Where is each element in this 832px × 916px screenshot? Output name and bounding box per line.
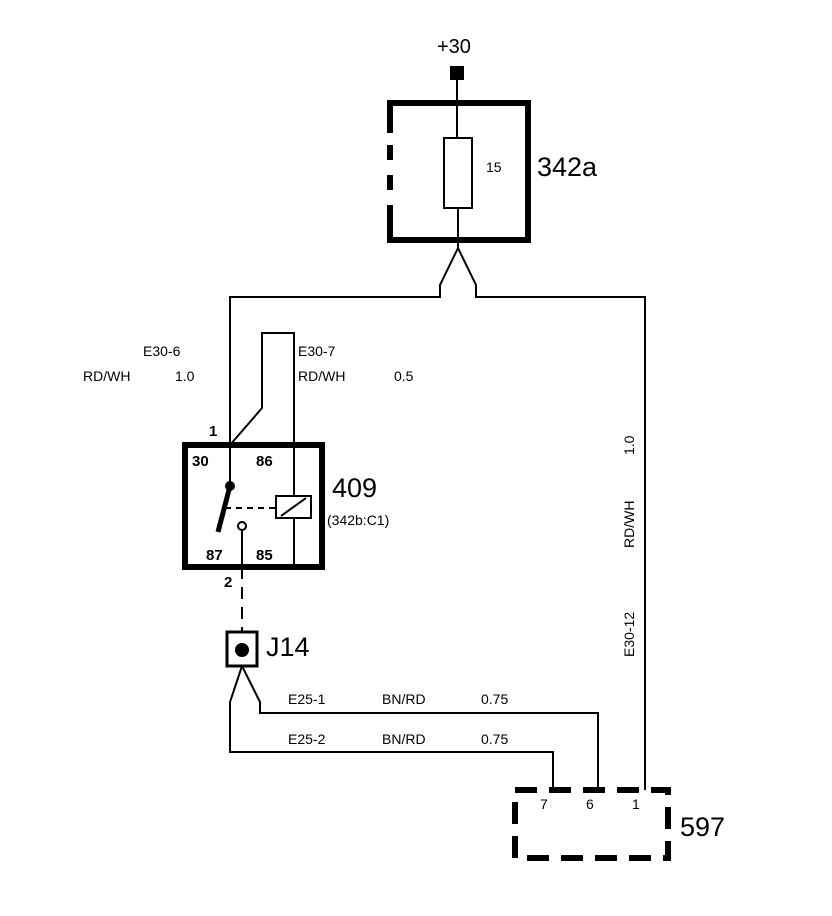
splice-j14-dot xyxy=(235,643,249,657)
wire-e30-12-color: RD/WH xyxy=(621,501,637,548)
relay-terminal-out: 2 xyxy=(224,574,232,591)
relay-switch-arm xyxy=(215,485,233,533)
relay-pin-85: 85 xyxy=(256,547,273,564)
wire-e25-1-size: 0.75 xyxy=(481,691,508,707)
wire-e30-6-code: E30-6 xyxy=(143,343,181,359)
wire-e25-2-code: E25-2 xyxy=(288,731,326,747)
fuse-symbol xyxy=(443,137,473,209)
relay-pin-86: 86 xyxy=(256,453,273,470)
wire-e30-7-size: 0.5 xyxy=(394,368,414,384)
module-id: 597 xyxy=(680,812,725,842)
wire-e30-12 xyxy=(457,247,646,790)
relay-contact-87 xyxy=(237,521,247,531)
module-pin-7: 7 xyxy=(540,796,548,812)
module-pin-6: 6 xyxy=(586,796,594,812)
wire-e30-6 xyxy=(229,240,459,445)
relay-pin-87: 87 xyxy=(206,547,223,564)
relay-ref: (342b:C1) xyxy=(327,512,389,528)
wire-e30-6-size: 1.0 xyxy=(175,368,195,384)
wire-e25-2-color: BN/RD xyxy=(382,731,426,747)
fuse-box-id: 342a xyxy=(537,152,598,182)
relay-pin-30: 30 xyxy=(192,453,209,470)
wire-e25-1 xyxy=(241,665,599,790)
fuse-rating: 15 xyxy=(486,159,502,175)
module-597-box xyxy=(512,787,671,861)
wire-e30-7-code: E30-7 xyxy=(298,343,336,359)
splice-id: J14 xyxy=(266,632,310,662)
relay-box xyxy=(182,442,325,570)
relay-id: 409 xyxy=(332,473,377,503)
wire-e25-2 xyxy=(229,665,554,790)
wire-e25-1-code: E25-1 xyxy=(288,691,326,707)
wire-e30-12-size: 1.0 xyxy=(621,435,637,455)
wire-e30-7 xyxy=(229,332,295,567)
module-pin-1: 1 xyxy=(632,796,640,812)
wire-e25-1-color: BN/RD xyxy=(382,691,426,707)
splice-j14-box xyxy=(225,630,259,668)
fuse-box-frame xyxy=(387,100,531,243)
wire-e25-2-size: 0.75 xyxy=(481,731,508,747)
wire-e30-6-color: RD/WH xyxy=(83,368,130,384)
supply-terminal xyxy=(450,66,464,80)
relay-terminal-in: 1 xyxy=(209,423,217,440)
wire-e30-7-color: RD/WH xyxy=(298,368,345,384)
supply-label: +30 xyxy=(437,36,471,58)
wire-e30-12-code: E30-12 xyxy=(621,612,637,657)
